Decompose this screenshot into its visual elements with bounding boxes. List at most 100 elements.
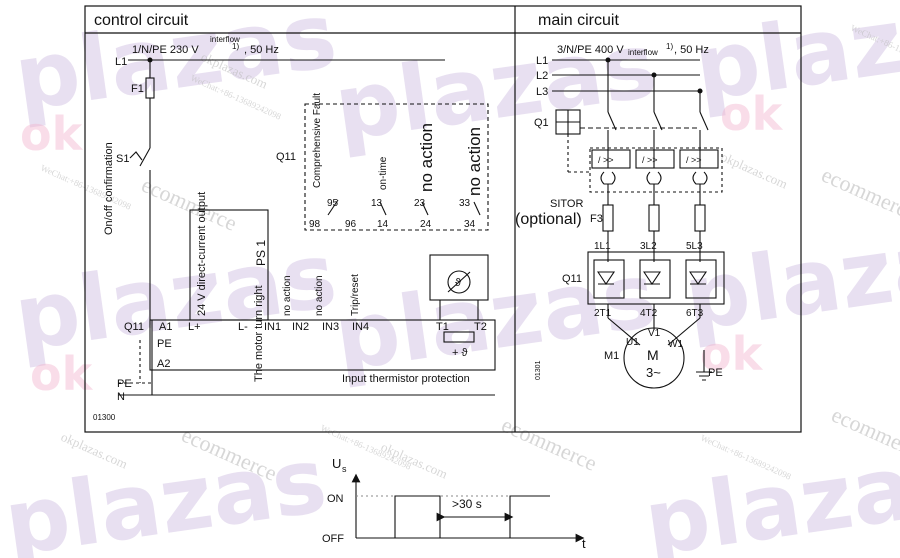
sitor-fuse-1 bbox=[602, 204, 614, 232]
f3-label: F3 bbox=[590, 213, 603, 225]
sitor-fuse-2 bbox=[648, 204, 660, 232]
watermark-brand: plazas bbox=[328, 13, 662, 162]
watermark-wechat: WeChat:+86-13689242098 bbox=[39, 163, 133, 212]
thyristor-symbol bbox=[688, 271, 708, 285]
relay-block-1 bbox=[591, 149, 631, 169]
q1-label: Q1 bbox=[534, 117, 549, 129]
control-supply-freq: , 50 Hz bbox=[244, 44, 279, 56]
contact-13: 13 bbox=[371, 198, 383, 209]
watermark-brand: plazas bbox=[638, 428, 900, 558]
main-supply-note: 1) bbox=[666, 42, 673, 51]
motor-lead-u bbox=[607, 317, 641, 346]
watermark-ecommerce: ecommerce bbox=[818, 162, 900, 226]
diagram-frames bbox=[84, 5, 802, 433]
relay-symbol-1: / >> bbox=[598, 155, 614, 165]
watermark-ecommerce: ecommerce bbox=[498, 412, 601, 476]
on-level-label: ON bbox=[327, 493, 344, 505]
motor-phase-label: 3~ bbox=[646, 365, 661, 380]
m1-label: M1 bbox=[604, 350, 619, 362]
watermark-ecommerce: ecommerce bbox=[138, 172, 241, 236]
watermark-site: okplazas.com bbox=[719, 149, 790, 192]
no-action-in3: no action bbox=[314, 275, 325, 316]
thyristor-pair-1 bbox=[593, 259, 625, 299]
contact-95-96 bbox=[327, 199, 339, 216]
thermistor-symbol bbox=[447, 270, 471, 294]
u1-label: U1 bbox=[626, 337, 639, 348]
main-supply-freq: , 50 Hz bbox=[674, 44, 709, 56]
terminal-2t1: 2T1 bbox=[594, 308, 612, 319]
n-rail-label: N bbox=[117, 391, 125, 403]
off-level-label: OFF bbox=[322, 533, 344, 545]
relay-symbol-2: / >> bbox=[642, 155, 658, 165]
contact-33-34 bbox=[473, 201, 481, 216]
time-axis-label: t bbox=[582, 536, 586, 551]
gap-label: >30 s bbox=[452, 497, 482, 511]
terminal-in1: IN1 bbox=[264, 321, 281, 333]
thermistor-input-symbol bbox=[443, 331, 475, 343]
relay-element-1 bbox=[600, 130, 616, 205]
main-code: 01301 bbox=[535, 360, 542, 380]
sitor-label: SITOR bbox=[550, 198, 583, 210]
ps1-label: PS 1 bbox=[254, 240, 268, 266]
relay-element-2 bbox=[646, 130, 662, 205]
control-supply-note: 1) bbox=[232, 42, 239, 51]
control-circuit-title: control circuit bbox=[94, 12, 189, 29]
us-axis-label: U bbox=[332, 456, 341, 471]
contact-98: 98 bbox=[309, 219, 321, 230]
onoff-label: On/off confirmation bbox=[103, 142, 115, 235]
main-supply-sub: interflow bbox=[628, 48, 658, 57]
terminal-4t2: 4T2 bbox=[640, 308, 658, 319]
control-supply-sup: interflow bbox=[210, 35, 240, 44]
main-supply-label: 3/N/PE 400 V bbox=[557, 44, 624, 56]
terminal-lplus: L+ bbox=[188, 321, 201, 333]
control-code: 01300 bbox=[93, 413, 116, 422]
theta-label: + ϑ bbox=[452, 347, 468, 359]
q1-pole-3 bbox=[699, 111, 709, 131]
thermistor-slash bbox=[447, 271, 471, 293]
l1-main-label: L1 bbox=[536, 55, 548, 67]
f1-label: F1 bbox=[131, 83, 144, 95]
contact-34: 34 bbox=[464, 219, 476, 230]
timing-diagram bbox=[351, 473, 585, 543]
contact-14: 14 bbox=[377, 219, 389, 230]
thermistor-box bbox=[429, 254, 489, 301]
q11-module bbox=[149, 319, 496, 371]
terminal-a1: A1 bbox=[159, 321, 172, 333]
motor-m1 bbox=[623, 327, 685, 389]
terminal-3l2: 3L2 bbox=[640, 241, 657, 252]
24v-output-label: 24 V direct-current output bbox=[196, 192, 208, 316]
relay-block-2 bbox=[635, 149, 675, 169]
control-supply-label: 1/N/PE 230 V bbox=[132, 44, 199, 56]
trip-reset-label: Trip/reset bbox=[350, 274, 361, 316]
motor-turn-right-label: The motor turn right bbox=[253, 285, 265, 382]
l3-main-label: L3 bbox=[536, 86, 548, 98]
terminal-5l3: 5L3 bbox=[686, 241, 703, 252]
contact-23: 23 bbox=[414, 198, 426, 209]
terminal-6t3: 6T3 bbox=[686, 308, 704, 319]
contact-33: 33 bbox=[459, 198, 471, 209]
watermark-ok: ok bbox=[30, 347, 94, 401]
terminal-lminus: L- bbox=[238, 321, 248, 333]
relay-block-3 bbox=[679, 149, 719, 169]
contact-23-24 bbox=[421, 201, 429, 216]
contact-13-14 bbox=[379, 201, 387, 216]
thermistor-protection-label: Input thermistor protection bbox=[342, 373, 470, 385]
pe-rail-label: PE bbox=[117, 378, 132, 390]
terminal-in2: IN2 bbox=[292, 321, 309, 333]
junction-dot bbox=[697, 88, 703, 94]
no-action-label-2: no action bbox=[465, 127, 484, 196]
thyristor-pair-2 bbox=[639, 259, 671, 299]
q11-top-label: Q11 bbox=[276, 151, 296, 163]
watermark-ok: ok bbox=[720, 87, 784, 141]
junction-dot bbox=[651, 72, 657, 78]
ground-symbol bbox=[696, 350, 712, 381]
sitor-fuse-3 bbox=[694, 204, 706, 232]
thyristor-symbol bbox=[642, 271, 662, 285]
relay-group bbox=[589, 147, 723, 193]
no-action-label-1: no action bbox=[417, 123, 436, 192]
terminal-t1: T1 bbox=[436, 321, 449, 333]
on-time-label: on-time bbox=[378, 156, 389, 190]
control-circuit bbox=[118, 57, 496, 396]
q1-pole-2 bbox=[653, 111, 663, 131]
v1-label: V1 bbox=[648, 328, 661, 339]
